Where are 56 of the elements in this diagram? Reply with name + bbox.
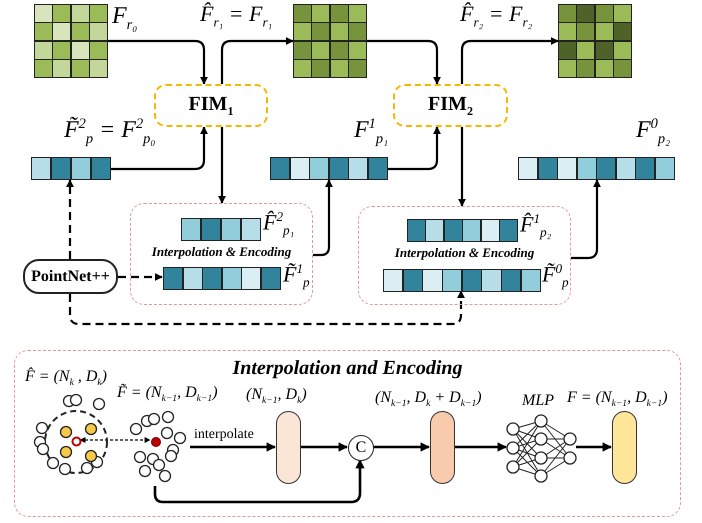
feature-vector [270,157,388,180]
fim-module-box: FIM$_{1}$ [154,84,268,127]
arrow [460,37,559,84]
edge-label: interpolate [193,427,255,443]
arrow [220,37,294,84]
math-label: (N$_{k−1}$, D$_{k}$) [246,385,307,407]
feature-vector [181,218,261,241]
feature-capsule [276,411,301,484]
group-title: Interpolation & Encoding [152,244,292,260]
feature-map-grid [558,4,632,78]
dashed-arrow [66,179,74,259]
arrow [454,442,507,452]
arrow [458,127,466,207]
feature-vector [31,157,111,180]
arrow [388,126,441,170]
network-box: PointNet++ [23,259,118,294]
math-label: F̃ = (N$_{k−1}$, D$_{k−1}$) [117,383,218,405]
feature-capsule [430,411,455,484]
feature-vector [407,219,518,242]
arrow [576,442,612,452]
module-group-box [358,206,571,305]
target-point [151,437,161,447]
arrow [190,442,276,452]
query-point [72,436,82,446]
arrow [571,179,601,260]
feature-map-grid [34,4,108,78]
arrow [367,40,441,85]
dashed-arrow [79,437,151,443]
detail-panel [14,350,681,517]
arrow [111,126,208,170]
feature-vector [518,157,675,180]
group-title: Interpolation & Encoding [394,245,534,261]
arrow [373,442,430,452]
module-group-box [130,203,313,305]
feature-vector [163,267,281,290]
math-label: F = (N$_{k−1}$, D$_{k−1}$) [567,388,668,410]
dashed-arrow [68,290,465,326]
feature-capsule [612,411,637,484]
concat-circle: C [348,435,374,461]
arrow [300,442,348,452]
neural-network-drawing [507,414,577,480]
arrow [154,459,365,504]
math-label: F̂ = (N$_{k}$ , D$_{k}$) [25,367,107,389]
feature-vector [383,269,541,292]
math-label: F$_{r₀}$ [112,2,138,34]
dashed-arrow [118,273,163,281]
group-title: Interpolation and Encoding [232,357,463,380]
arrow [108,40,208,85]
math-label: F̂$_{r₂}$ = F$_{r₂}$ [460,1,532,30]
math-label: (N$_{k−1}$, D$_{k}$ + D$_{k−1}$) [375,388,482,410]
arrow [218,127,226,204]
math-label: MLP [522,391,554,410]
feature-map-grid [293,4,367,78]
arrow [313,179,333,256]
math-label: F̂$_{r₁}$ = F$_{r₁}$ [200,1,272,30]
fim-module-box: FIM$_{2}$ [393,84,508,127]
